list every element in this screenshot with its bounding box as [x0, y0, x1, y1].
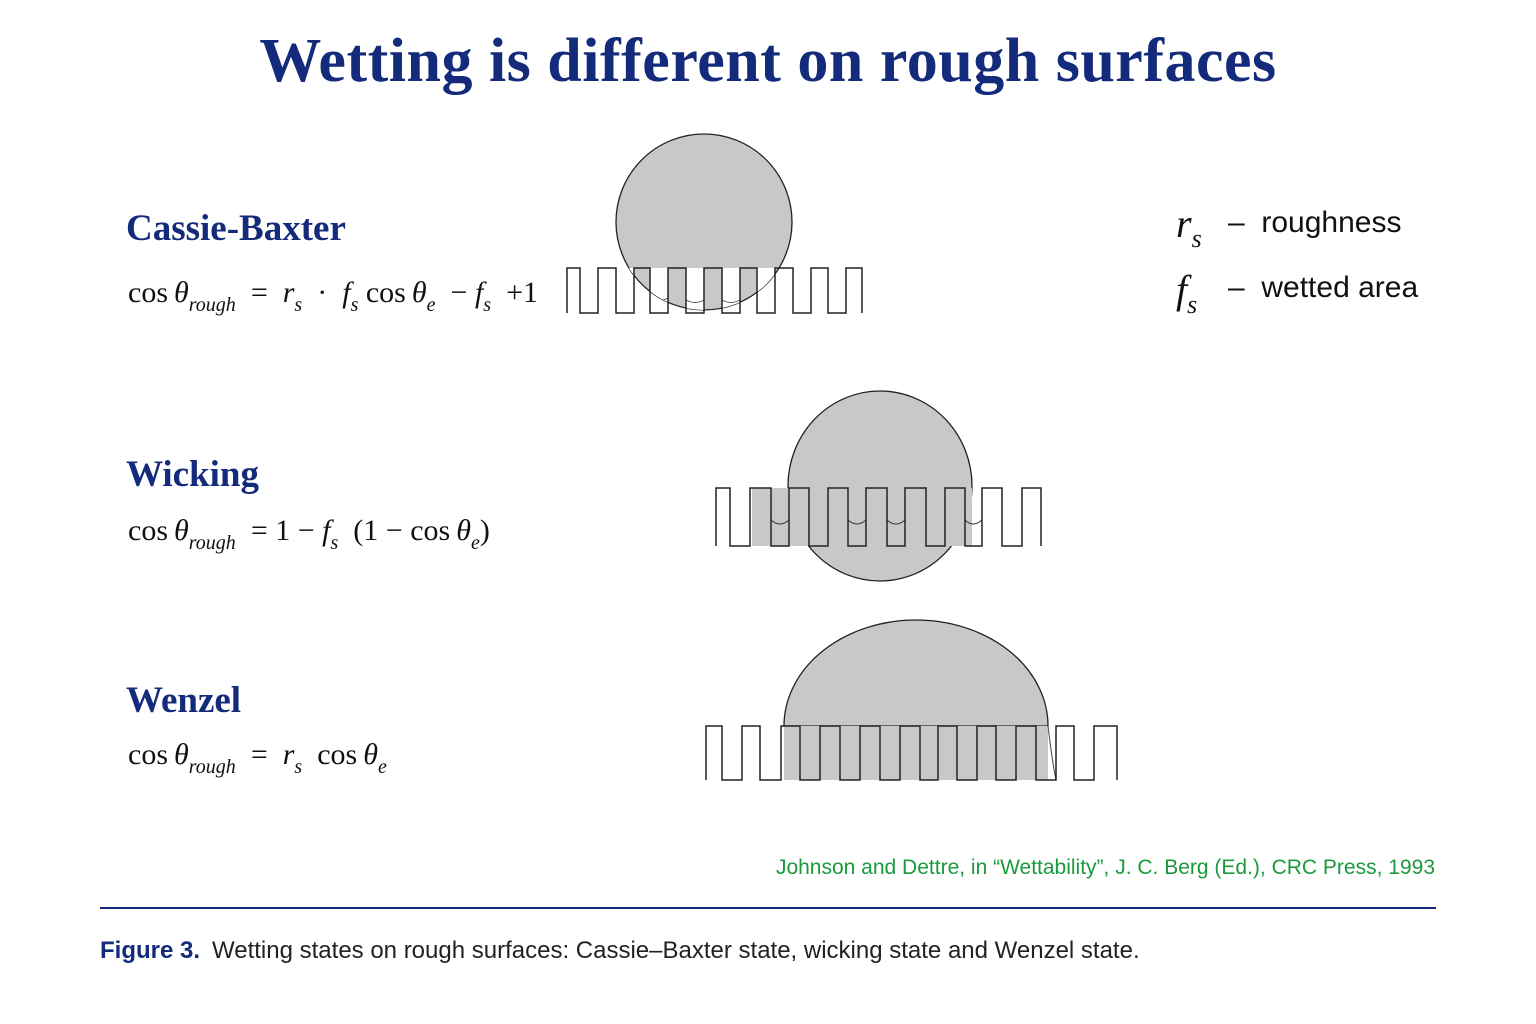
wicking-equation: cos θrough = 1 − fs (1 − cos θe)	[128, 514, 490, 554]
caption-label: Figure 3.	[100, 937, 201, 964]
page-title: Wetting is different on rough surfaces	[259, 27, 1277, 95]
wicking-surface	[715, 487, 1042, 547]
legend-roughness-text: – roughness	[1228, 206, 1402, 239]
wenzel-equation: cos θrough = rs cos θe	[128, 738, 387, 778]
legend-wetted-area-text: – wetted area	[1228, 271, 1419, 304]
caption-text: Wetting states on rough surfaces: Cassie…	[212, 937, 1140, 964]
wicking-diagram	[715, 390, 1042, 582]
wenzel-label: Wenzel	[126, 680, 242, 721]
citation: Johnson and Dettre, in “Wettability”, J.…	[775, 856, 1435, 879]
wenzel-diagram	[705, 619, 1118, 782]
wicking-droplet	[787, 390, 973, 582]
divider-rule	[100, 907, 1436, 909]
figure-caption: Figure 3. Wetting states on rough surface…	[100, 937, 1140, 965]
cassie-baxter-surface	[566, 267, 863, 314]
cassie-baxter-label: Cassie-Baxter	[126, 208, 346, 249]
wenzel-surface	[705, 725, 1118, 781]
wicking-label: Wicking	[126, 454, 259, 495]
cassie-baxter-diagram	[566, 133, 863, 314]
cassie-baxter-equation: cos θrough = rs · fs cos θe − fs +1	[128, 276, 538, 316]
legend-wetted-area-symbol: fs	[1176, 267, 1198, 319]
wenzel-droplet	[783, 619, 1049, 727]
legend-roughness-symbol: rs	[1176, 201, 1202, 253]
